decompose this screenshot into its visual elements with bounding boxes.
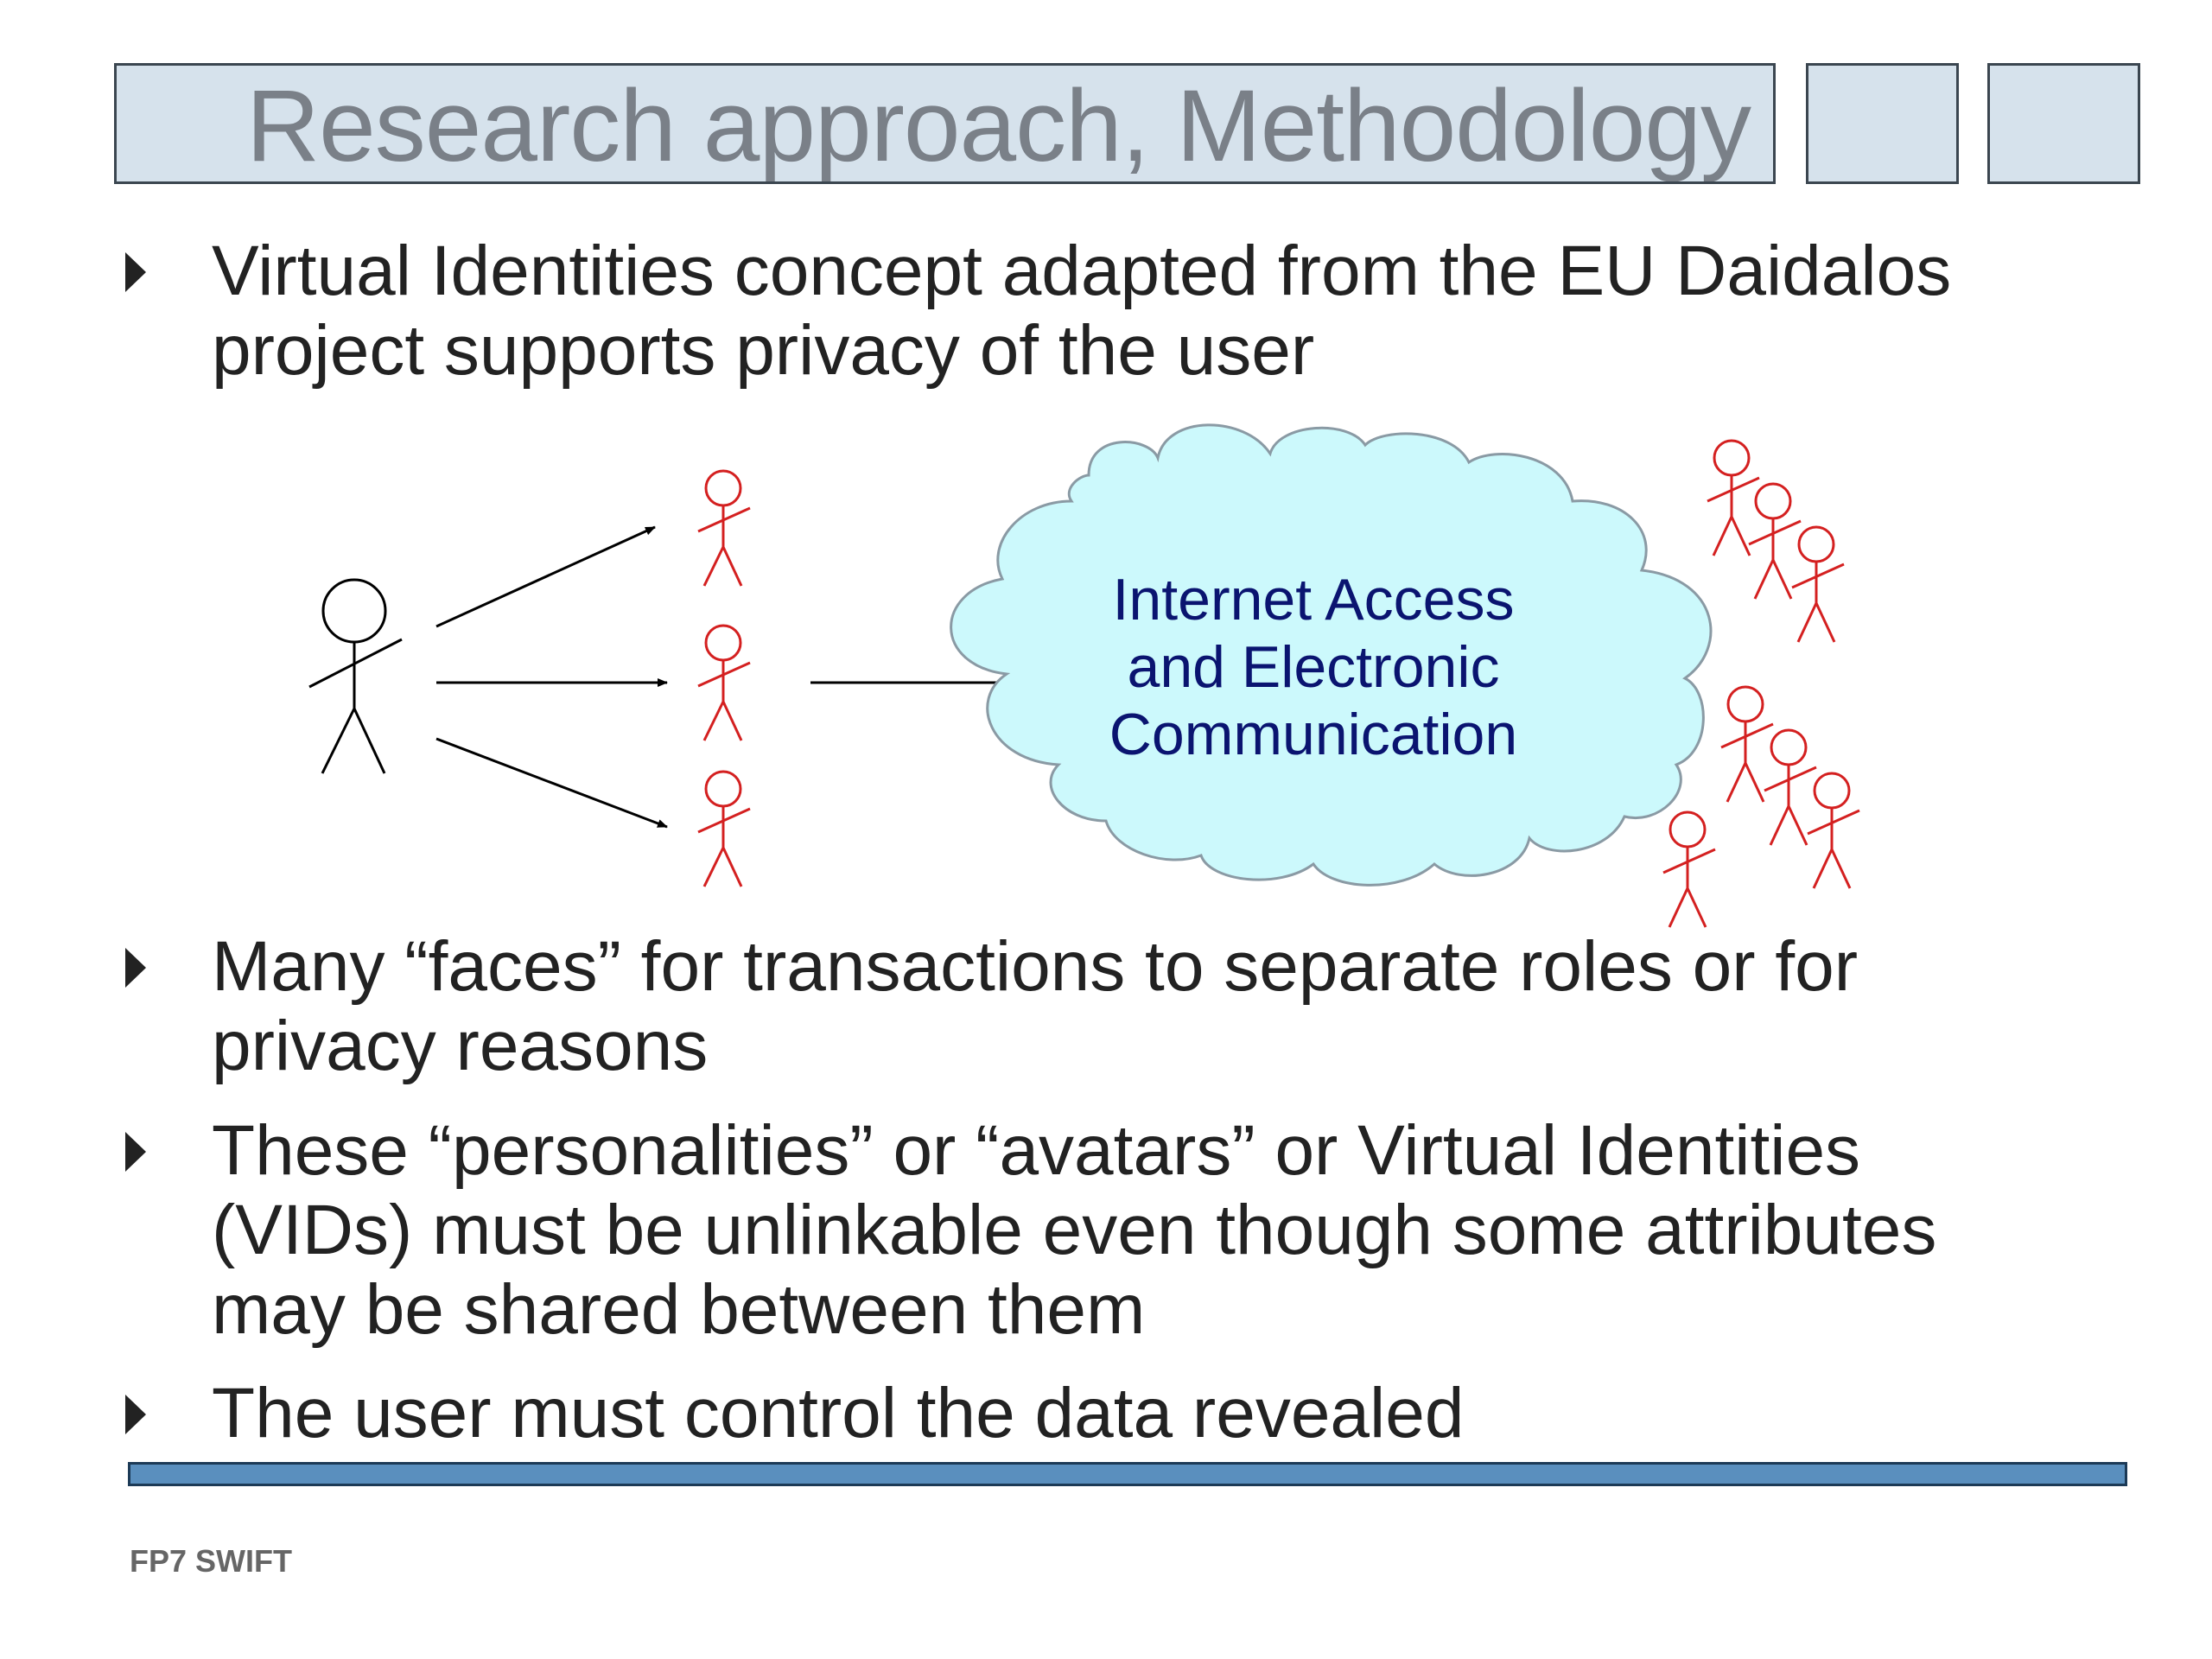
cloud-label-line: Communication <box>1109 702 1518 767</box>
bullet-arrow-icon <box>125 252 146 292</box>
bullet-arrow-icon <box>125 1132 146 1172</box>
title-decoration-box <box>1987 63 2140 184</box>
cloud-label: Internet Access and Electronic Communica… <box>1046 566 1581 768</box>
user-stick-figure-icon <box>308 578 403 774</box>
bullet-line: privacy reasons <box>212 1007 709 1085</box>
footer-label: FP7 SWIFT <box>130 1543 292 1579</box>
bullet-text: These “personalities” or “avatars” or Vi… <box>212 1111 2147 1350</box>
bullet-text: The user must control the data revealed <box>212 1374 2147 1453</box>
bullet-line: (VIDs) must be unlinkable even though so… <box>212 1191 1937 1269</box>
bullet-line: Virtual Identities concept adapted from … <box>212 232 1952 310</box>
bullet-text: Virtual Identities concept adapted from … <box>212 232 2147 391</box>
bullet-line: These “personalities” or “avatars” or Vi… <box>212 1111 1861 1190</box>
bullet-text: Many “faces” for transactions to separat… <box>212 927 2147 1086</box>
cloud-shape <box>950 423 1713 887</box>
vid-figure-icon <box>697 469 751 587</box>
bullet-line: may be shared between them <box>212 1270 1146 1349</box>
bullet-arrow-icon <box>125 1395 146 1434</box>
bottom-rule <box>128 1462 2127 1486</box>
bullet-line: The user must control the data revealed <box>212 1374 1465 1452</box>
bullet-line: Many “faces” for transactions to separat… <box>212 927 1859 1006</box>
arrow-icon <box>435 737 668 829</box>
arrow-icon <box>435 525 656 628</box>
vid-figure-icon <box>697 770 751 887</box>
vid-figure-icon <box>697 624 751 741</box>
title-decoration-box <box>1806 63 1959 184</box>
crowd-figures-icon <box>1662 439 1860 928</box>
cloud-label-line: and Electronic <box>1127 634 1500 700</box>
bullet-arrow-icon <box>125 948 146 988</box>
bullet-line: project supports privacy of the user <box>212 311 1315 390</box>
slide-title-box: Research approach, Methodology <box>114 63 1776 184</box>
slide-title: Research approach, Methodology <box>245 69 1751 183</box>
cloud-label-line: Internet Access <box>1112 567 1515 632</box>
